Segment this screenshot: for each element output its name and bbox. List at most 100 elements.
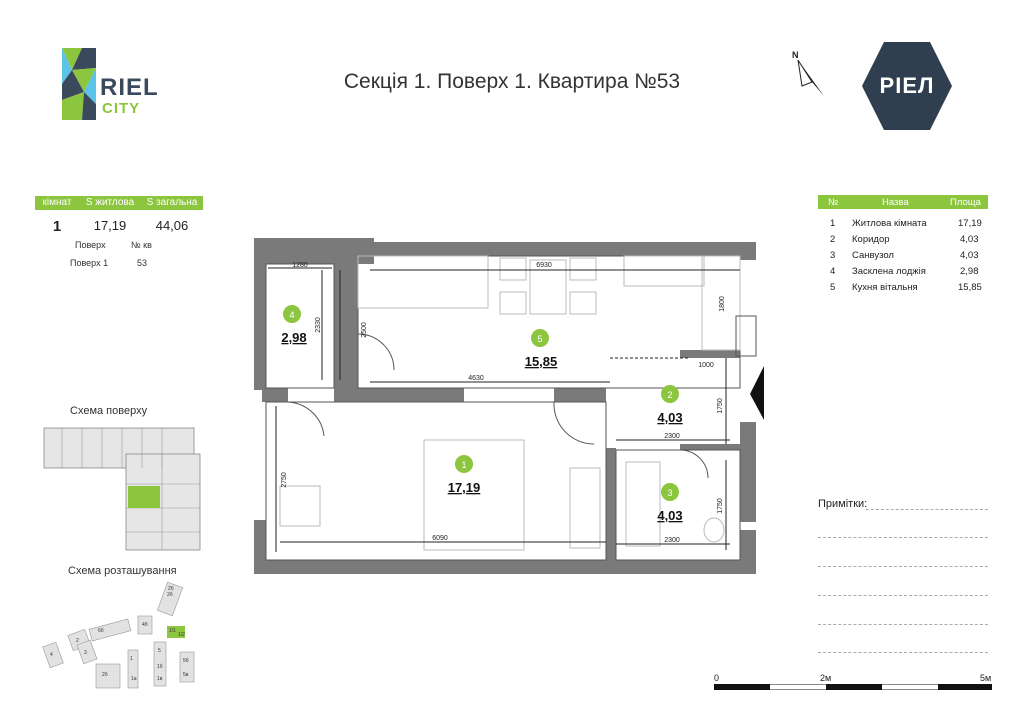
room-badge-5: 5 15,85 — [525, 329, 558, 369]
svg-text:2б: 2б — [167, 592, 173, 598]
row-name: Коридор — [852, 234, 890, 245]
svg-text:5: 5 — [537, 334, 542, 344]
table-row: 4 Засклена лоджія 2,98 — [818, 264, 988, 280]
riel-hex-logo — [862, 42, 952, 130]
row-name: Кухня вітальня — [852, 282, 918, 293]
svg-text:1000: 1000 — [698, 362, 714, 369]
floor-scheme-caption: Схема поверху — [70, 405, 148, 417]
table-row: 1 Житлова кімната 17,19 — [818, 216, 988, 232]
svg-text:1750: 1750 — [717, 498, 724, 514]
row-name: Засклена лоджія — [852, 266, 926, 277]
svg-text:2330: 2330 — [315, 317, 322, 333]
row-area: 4,03 — [960, 250, 979, 261]
row-area: 17,19 — [958, 218, 982, 229]
row-area: 15,85 — [958, 282, 982, 293]
entrance-marker-icon — [750, 366, 764, 420]
summary-apt-value: 53 — [137, 258, 148, 268]
svg-text:4,03: 4,03 — [657, 508, 682, 523]
rooms-header-area: Площа — [950, 197, 981, 208]
svg-text:4630: 4630 — [468, 375, 484, 382]
svg-text:3: 3 — [84, 650, 87, 656]
svg-text:4,03: 4,03 — [657, 410, 682, 425]
rooms-table-header: № Назва Площа — [818, 195, 988, 209]
brand-word-city: CITY — [102, 100, 141, 117]
svg-text:1/2: 1/2 — [178, 632, 185, 638]
summary-living-value: 17,19 — [93, 218, 127, 233]
note-line — [818, 652, 988, 653]
summary-header-rooms: кімнат — [42, 197, 72, 208]
room-badge-3: 3 4,03 — [657, 483, 683, 523]
current-apartment-highlight — [128, 486, 160, 508]
svg-text:4: 4 — [50, 652, 53, 658]
scale-bar — [714, 684, 992, 690]
room-badge-2: 2 4,03 — [657, 385, 683, 425]
table-row: 2 Коридор 4,03 — [818, 232, 988, 248]
row-area: 4,03 — [960, 234, 979, 245]
location-labels: 4 2 3 6б 4б 1/1 1/2 2б 5б 5 1б 1 1а 1в 5… — [50, 586, 189, 682]
row-num: 5 — [830, 282, 836, 293]
summary-header-total: S загальна — [146, 197, 198, 208]
summary-header-living: S житлова — [85, 197, 135, 208]
svg-text:1а: 1а — [131, 676, 137, 682]
svg-text:5: 5 — [158, 648, 161, 654]
north-arrow-icon — [797, 59, 824, 96]
floor-scheme — [43, 427, 201, 551]
svg-text:2,98: 2,98 — [281, 330, 306, 345]
row-area: 2,98 — [960, 266, 979, 277]
row-num: 2 — [830, 234, 836, 245]
svg-text:5в: 5в — [183, 672, 189, 678]
brand-hex-text: РІЕЛ — [879, 73, 935, 98]
svg-text:2: 2 — [667, 390, 672, 400]
rooms-header-num: № — [828, 197, 839, 208]
row-name: Санвузол — [852, 250, 894, 261]
svg-text:17,19: 17,19 — [448, 480, 481, 495]
svg-text:1/1: 1/1 — [169, 628, 176, 634]
svg-text:1б: 1б — [157, 664, 163, 670]
note-line — [818, 566, 988, 567]
svg-text:1800: 1800 — [719, 296, 726, 312]
rooms-header-name: Назва — [882, 197, 909, 208]
svg-text:4: 4 — [289, 310, 294, 320]
svg-text:1: 1 — [130, 656, 133, 662]
floor-plan: 4 2,98 5 15,85 2 4,03 1 17,19 3 4,03 128… — [254, 238, 764, 574]
summary-total-value: 44,06 — [155, 218, 189, 233]
summary-floor-value: Поверх 1 — [70, 258, 109, 268]
note-line — [818, 595, 988, 596]
location-scheme: 4 2 3 6б 4б 1/1 1/2 2б 5б 5 1б 1 1а 1в 5… — [42, 581, 195, 689]
note-line — [866, 509, 988, 510]
room-badge-1: 1 17,19 — [448, 455, 481, 495]
summary-values: 1 17,19 44,06 — [35, 218, 203, 235]
scale-label-2m: 2м — [820, 673, 832, 683]
svg-text:5б: 5б — [183, 658, 189, 664]
svg-text:3: 3 — [667, 488, 672, 498]
riel-city-logo — [62, 48, 96, 120]
location-scheme-caption: Схема розташування — [68, 565, 177, 577]
summary-floor-label: Поверх — [75, 240, 106, 250]
summary-apt-label: № кв — [131, 240, 152, 250]
svg-text:2б: 2б — [168, 586, 174, 592]
summary-header: кімнат S житлова S загальна — [35, 196, 203, 210]
svg-text:2300: 2300 — [664, 433, 680, 440]
svg-text:2750: 2750 — [281, 472, 288, 488]
svg-text:1280: 1280 — [292, 262, 308, 269]
svg-text:2300: 2300 — [664, 537, 680, 544]
scale-label-0: 0 — [714, 673, 720, 683]
note-line — [818, 537, 988, 538]
svg-text:2500: 2500 — [361, 322, 368, 338]
dimension-labels: 1280 2330 2500 6930 1800 1000 4630 1750 … — [281, 262, 726, 544]
row-num: 4 — [830, 266, 836, 277]
row-name: Житлова кімната — [852, 218, 927, 229]
brand-word-riel: RIEL — [100, 74, 159, 101]
row-num: 1 — [830, 218, 836, 229]
svg-text:6090: 6090 — [432, 535, 448, 542]
page-title: Секція 1. Поверх 1. Квартира №53 — [343, 70, 681, 93]
table-row: 5 Кухня вітальня 15,85 — [818, 280, 988, 296]
table-row: 3 Санвузол 4,03 — [818, 248, 988, 264]
svg-text:1750: 1750 — [717, 398, 724, 414]
note-line — [818, 624, 988, 625]
svg-text:4б: 4б — [142, 622, 148, 628]
svg-text:15,85: 15,85 — [525, 354, 558, 369]
svg-text:1: 1 — [461, 460, 466, 470]
north-label: N — [792, 50, 799, 60]
svg-text:1в: 1в — [157, 676, 163, 682]
